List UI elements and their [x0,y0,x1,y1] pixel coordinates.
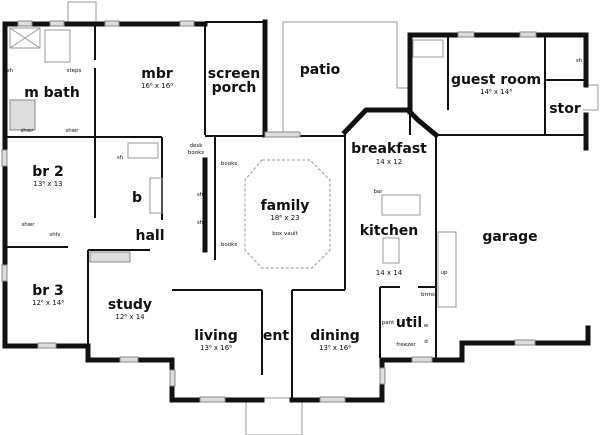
room-dim-dining: 13⁶ x 16⁶ [319,344,351,352]
room-dim-family: 18⁶ x 23 [270,214,299,222]
room-label-br3: br 3 [32,283,64,299]
room-dim-study: 12⁶ x 14 [115,313,145,321]
fixture-shelf: sh [576,58,583,64]
fixture-shelf: sh [197,192,204,198]
room-dim-living: 13⁶ x 16⁶ [200,344,232,352]
fixture-desk: desk [190,143,204,149]
fixture-washer: w [424,323,429,329]
exterior-walls [2,19,591,403]
room-dim-guest-room: 14⁶ x 14⁶ [480,88,512,96]
room-label-stor: stor [549,101,581,117]
fixture-shelf: sh [7,68,14,74]
fixture-freezer: freezer [396,342,416,348]
room-dim-br2: 13⁶ x 13 [33,180,62,188]
room-label-b: b [132,190,142,206]
room-label-dining: dining [310,328,360,344]
room-label-util: util [396,315,422,331]
room-label-guest-room: guest room [451,72,541,88]
room-dim-breakfast: 14 x 12 [376,158,402,166]
fixture-shelf: sh [197,220,204,226]
fixture-pantry: pant [382,320,395,326]
fixture-books: books [221,242,237,248]
room-label-screen-porch-2: porch [212,80,257,96]
room-label-patio: patio [300,62,341,78]
room-label-breakfast: breakfast [351,141,427,157]
room-note-family: box vault [272,231,298,237]
room-dim-kitchen: 14 x 14 [376,269,403,277]
room-label-screen-porch-1: screen [208,66,261,82]
fixture-books: books [188,150,204,156]
fixture-brooms: brms [421,292,435,298]
fixture-steps: steps [67,68,82,74]
room-dim-br3: 12⁶ x 14⁶ [32,299,64,307]
fixture-shower: shwr [65,128,79,134]
room-label-living: living [194,328,238,344]
room-label-hall: hall [135,228,164,244]
interior-walls [5,22,586,400]
fixture-shelves: shlv [49,232,61,238]
room-label-m-bath: m bath [24,85,80,101]
fixture-dryer: d [424,339,428,345]
fixtures [9,27,457,308]
fixture-shower: shwr [20,128,34,134]
room-dim-mbr: 16⁶ x 16⁶ [141,82,173,90]
room-label-mbr: mbr [141,66,173,82]
fixture-stairs-up: up [441,270,448,276]
fixture-shelf: sh [117,155,124,161]
room-label-br2: br 2 [32,164,64,180]
fixture-bar: bar [373,189,383,195]
fixture-books: books [221,161,237,167]
room-label-study: study [108,297,152,313]
room-label-garage: garage [482,229,537,245]
room-label-kitchen: kitchen [360,223,419,239]
box-vault-outline [244,159,331,269]
room-label-ent: ent [263,328,289,344]
windows [1,20,537,403]
fixture-shower: shwr [21,222,35,228]
room-label-family: family [261,198,310,214]
